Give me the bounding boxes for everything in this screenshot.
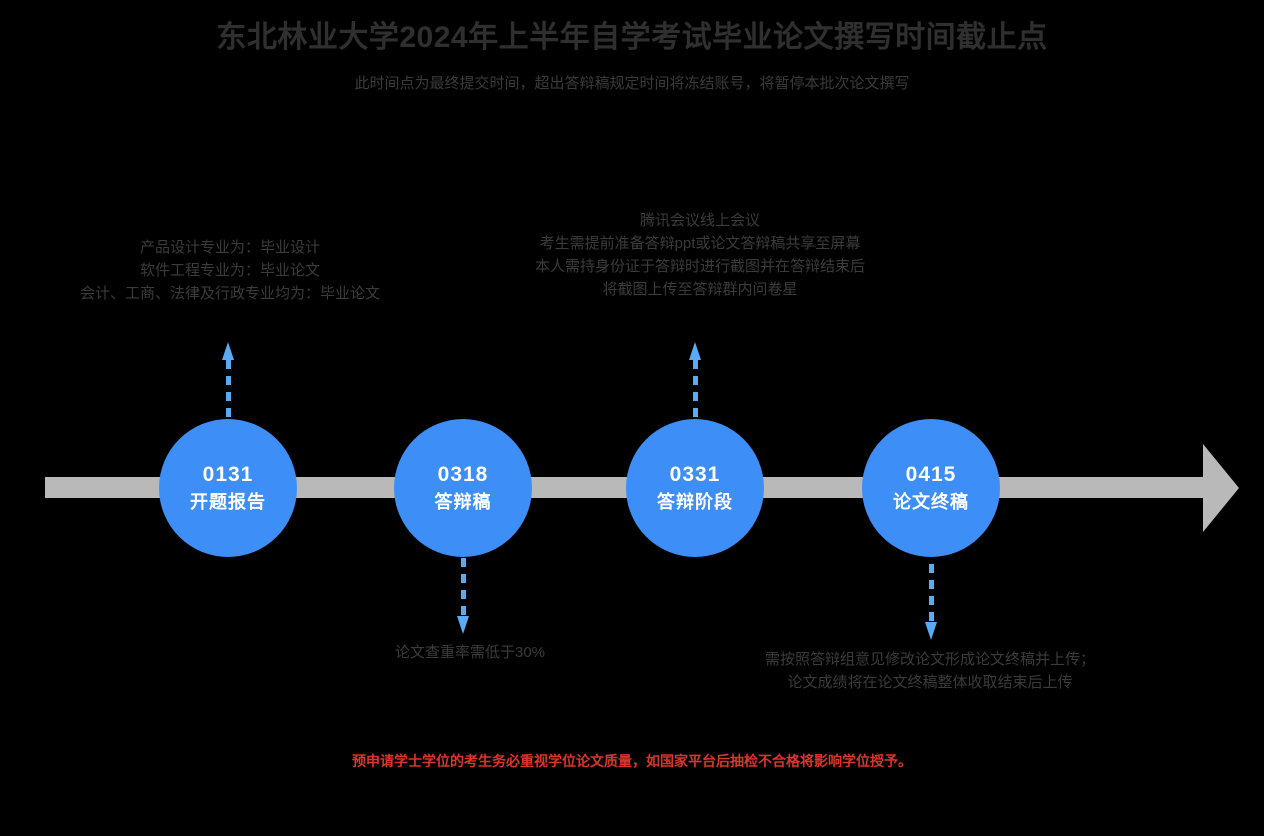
annotation-major-types: 产品设计专业为：毕业设计 软件工程专业为：毕业论文 会计、工商、法律及行政专业均… [20, 236, 440, 305]
annotation-online-defense-line-1: 腾讯会议线上会议 [639, 212, 760, 229]
milestone-node-2[interactable]: 0318 答辩稿 [394, 419, 532, 557]
annotation-major-types-line-1: 产品设计专业为：毕业设计 [139, 239, 320, 256]
page-title: 东北林业大学2024年上半年自学考试毕业论文撰写时间截止点 [216, 21, 1048, 54]
timeline-arrow-icon [1203, 444, 1239, 532]
milestone-date: 0415 [905, 463, 957, 486]
annotation-major-types-line-2: 软件工程专业为：毕业论文 [139, 262, 320, 279]
arrow-down-icon [457, 616, 469, 634]
milestone-label: 开题报告 [190, 492, 266, 512]
milestone-label: 答辩稿 [434, 492, 492, 512]
annotation-final-draft: 需按照答辩组意见修改论文形成论文终稿并上传； 论文成绩将在论文终稿整体收取结束后… [700, 648, 1160, 694]
annotation-online-defense-line-4: 将截图上传至答辩群内问卷星 [602, 281, 798, 298]
milestone-label: 答辩阶段 [657, 492, 733, 512]
milestone-node-1[interactable]: 0131 开题报告 [159, 419, 297, 557]
dashed-line [929, 564, 934, 622]
annotation-online-defense: 腾讯会议线上会议 考生需提前准备答辩ppt或论文答辩稿共享至屏幕 本人需持身份证… [460, 209, 940, 301]
arrow-up-icon [222, 342, 234, 360]
annotation-online-defense-line-3: 本人需持身份证于答辩时进行截图并在答辩结束后 [534, 258, 865, 275]
milestone-date: 0318 [437, 463, 489, 486]
arrow-down-icon [925, 622, 937, 640]
annotation-major-types-line-3: 会计、工商、法律及行政专业均为：毕业论文 [79, 285, 380, 302]
dashed-line [226, 360, 231, 422]
dashed-line [461, 558, 466, 616]
annotation-similarity-rate-line-1: 论文查重率需低于30% [394, 644, 546, 661]
annotation-similarity-rate: 论文查重率需低于30% [330, 641, 610, 664]
milestone-date: 0131 [202, 463, 254, 486]
annotation-online-defense-line-2: 考生需提前准备答辩ppt或论文答辩稿共享至屏幕 [539, 235, 861, 252]
page-subtitle: 此时间点为最终提交时间，超出答辩稿规定时间将冻结账号，将暂停本批次论文撰写 [354, 75, 910, 92]
annotation-final-draft-line-2: 论文成绩将在论文终稿整体收取结束后上传 [787, 674, 1073, 691]
milestone-date: 0331 [669, 463, 721, 486]
milestone-node-4[interactable]: 0415 论文终稿 [862, 419, 1000, 557]
connector-down-milestone-4 [925, 564, 937, 640]
dashed-line [693, 360, 698, 422]
milestone-label: 论文终稿 [893, 492, 969, 512]
annotation-final-draft-line-1: 需按照答辩组意见修改论文形成论文终稿并上传； [764, 651, 1095, 668]
connector-down-milestone-2 [457, 558, 469, 634]
connector-up-milestone-1 [222, 342, 234, 422]
warning-text: 预申请学士学位的考生务必重视学位论文质量，如国家平台后抽检不合格将影响学位授予。 [352, 753, 912, 769]
milestone-node-3[interactable]: 0331 答辩阶段 [626, 419, 764, 557]
arrow-up-icon [689, 342, 701, 360]
connector-up-milestone-3 [689, 342, 701, 422]
